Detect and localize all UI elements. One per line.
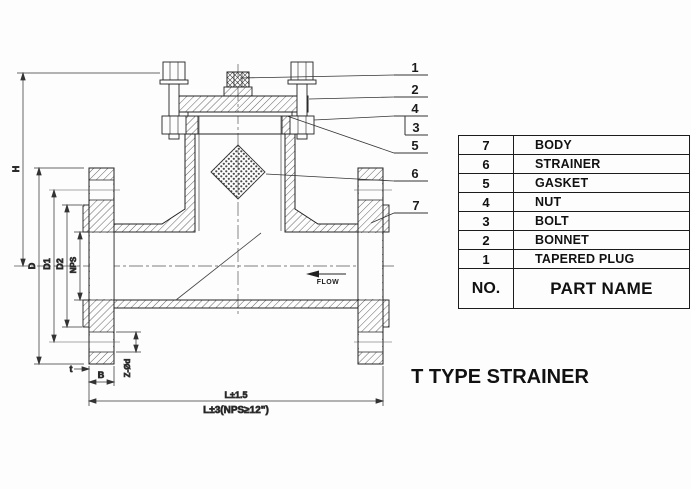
part-name: TAPERED PLUG [513,249,690,269]
callout-2: 2 [411,82,418,97]
dim-H-label: H [11,166,21,173]
flow-indicator: FLOW [306,270,346,286]
callout-7: 7 [412,198,419,213]
part-name: STRAINER [513,154,690,174]
callout-6: 6 [411,166,418,181]
left-raised-face-top [82,204,90,233]
table-header-row: NO. PART NAME [458,268,690,309]
bolt-left-shank [168,83,180,117]
callout-1: 1 [411,60,418,75]
dim-t-label: t [70,364,73,374]
table-row: 2 BONNET [458,230,690,250]
bolt-left-head [162,61,186,81]
bolt-right-shank [296,83,308,117]
table-row: 7 BODY [458,135,690,155]
flow-arrow-icon [306,270,319,278]
bolt-left-washer [159,79,189,85]
gasket [187,111,293,117]
callout-3: 3 [412,120,419,135]
dim-B-label: B [98,370,105,380]
dim-bolt-holes: Z-Ød [123,330,139,378]
dim-t: t [69,364,91,374]
bolt-right-stub [296,133,308,140]
bolt-right-washer [287,79,317,85]
table-row: 5 GASKET [458,173,690,193]
dimensions: H D D1 D2 NP [11,71,385,416]
bolt-left [159,61,189,140]
part-no: 5 [458,173,514,193]
body-section [113,133,359,309]
leader-bonnet [308,96,395,100]
bonnet-assembly [159,61,317,140]
callout-4: 4 [411,101,419,116]
strainer-mesh [210,144,266,200]
part-no: 2 [458,230,514,250]
part-no: 7 [458,135,514,155]
dim-D: D [27,166,42,366]
leader-strainer [265,173,395,182]
part-name: GASKET [513,173,690,193]
table-row: 6 STRAINER [458,154,690,174]
right-flange [354,167,392,365]
right-raised-face-top [382,204,390,233]
strainer-screen-edge [175,232,262,301]
part-name: BONNET [513,230,690,250]
dim-D-label: D [27,262,37,269]
bolt-right [287,61,317,140]
left-flange-bore [90,233,114,299]
part-no: 6 [458,154,514,174]
flow-label: FLOW [317,279,340,286]
left-raised-face-bottom [82,299,90,328]
plug-boss [223,86,253,97]
part-no: 4 [458,192,514,212]
dim-L-label: L±1.5 [225,390,248,400]
dim-L12-label: L±3(NPS≥12") [203,405,269,416]
part-no: 1 [458,249,514,269]
strainer-element [175,116,282,301]
dim-bolt-holes-label: Z-Ød [123,359,132,378]
leader-tapered-plug [239,74,395,79]
right-flange-bore [358,233,382,299]
callout-numbers: 1 2 4 3 5 6 7 [411,60,419,213]
table-row: 4 NUT [458,192,690,212]
leader-nut-bolt [313,115,395,121]
tapered-plug [226,71,250,88]
leader-body [370,212,395,224]
table-header-part-name: PART NAME [513,268,690,309]
strainer-body [113,133,359,309]
dim-D2: D2 [55,203,70,329]
parts-table: 7 BODY 6 STRAINER 5 GASKET 4 NUT 3 BOLT … [458,135,690,309]
left-flange [49,167,120,365]
table-header-no: NO. [458,268,514,309]
part-no: 3 [458,211,514,231]
right-raised-face-bottom [382,299,390,328]
callout-leaders [239,74,428,224]
dim-NPS: NPS [69,230,83,302]
drawing-title: T TYPE STRAINER [411,366,589,388]
dim-H: H [11,71,26,268]
part-name: NUT [513,192,690,212]
part-name: BODY [513,135,690,155]
dim-D1: D1 [42,188,57,344]
part-name: BOLT [513,211,690,231]
leader-gasket [286,115,395,154]
dim-L: L±1.5 L±3(NPS≥12") [87,390,385,416]
bolt-left-stub [168,133,180,140]
callout-5: 5 [411,138,418,153]
nut-left [161,115,187,135]
dim-D2-label: D2 [55,258,65,270]
dim-D1-label: D1 [42,258,52,270]
table-row: 3 BOLT [458,211,690,231]
dim-B: B [87,370,116,385]
bonnet [171,95,309,113]
table-row: 1 TAPERED PLUG [458,249,690,269]
dim-NPS-label: NPS [69,256,78,273]
